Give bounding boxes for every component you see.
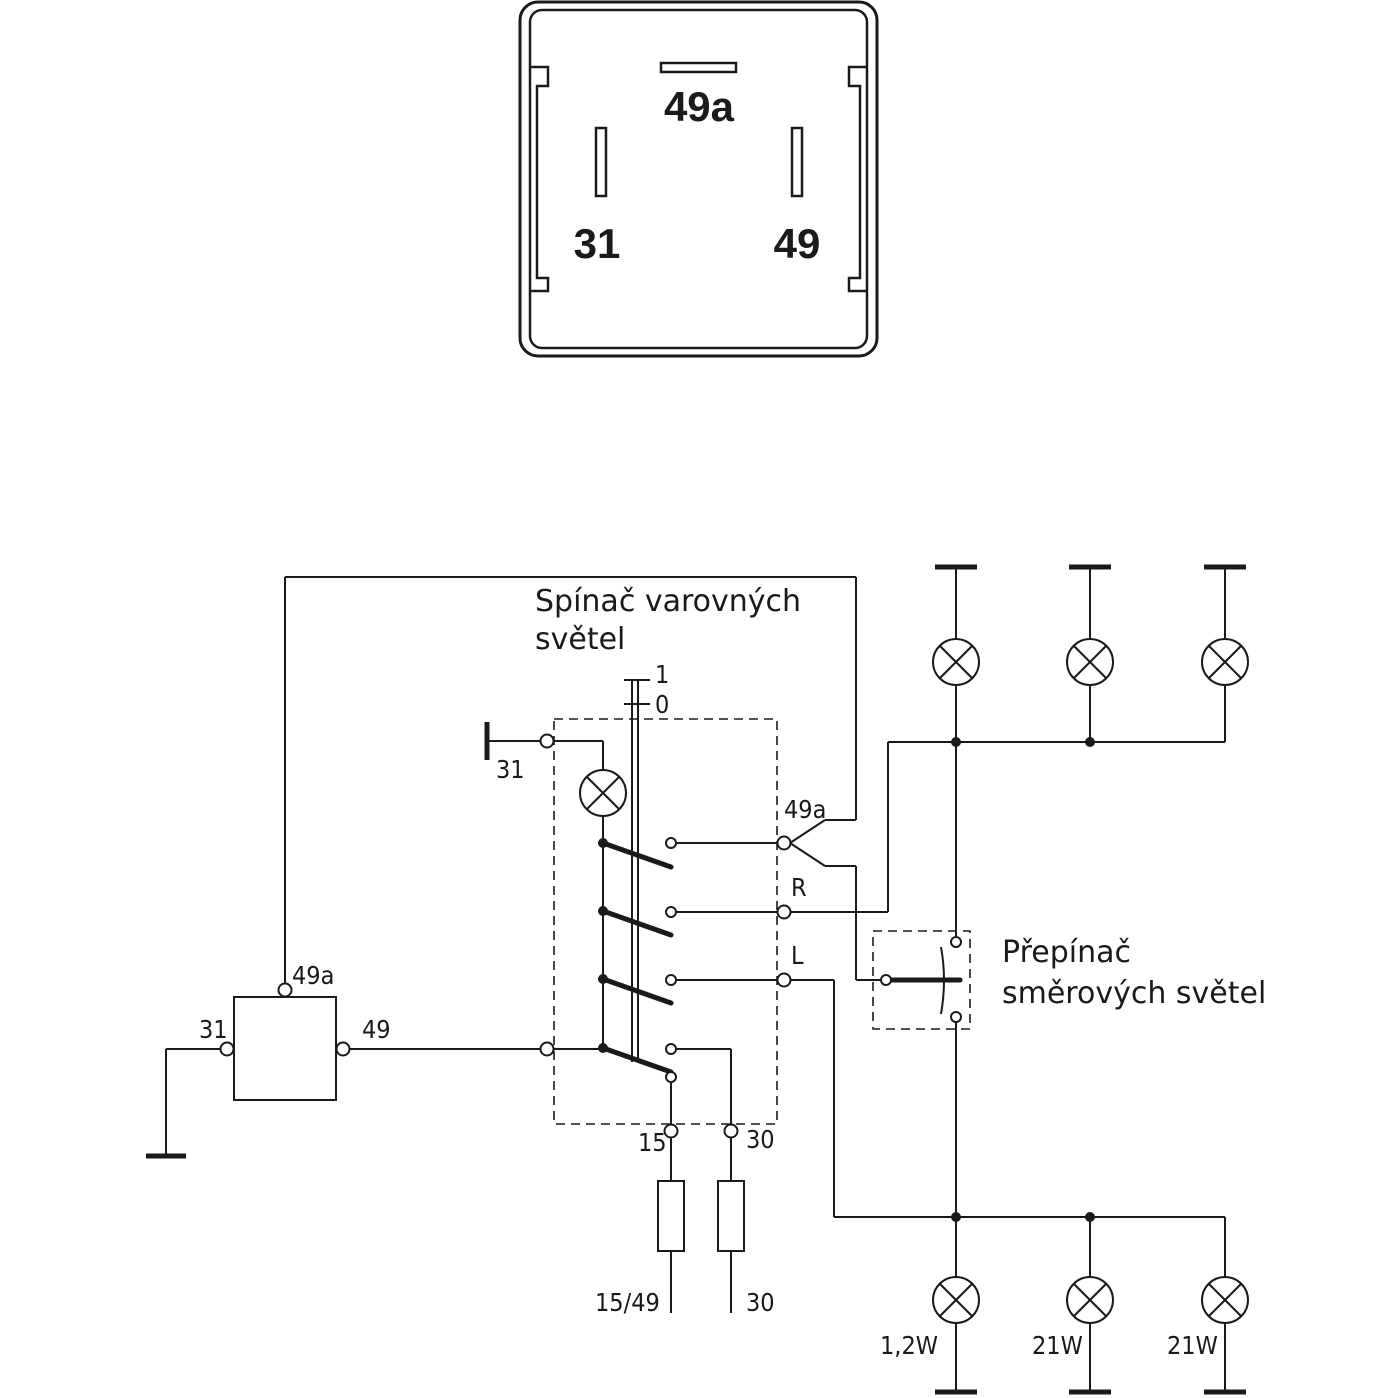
fuses: 15/49 30	[595, 1138, 775, 1317]
lamp-label-rear: 21W	[1167, 1331, 1218, 1360]
pin-49-slot	[790, 126, 804, 198]
flasher-terminal-49	[335, 1041, 351, 1057]
contact-blade	[600, 908, 674, 938]
turn-switch-title-2: směrových světel	[1002, 976, 1266, 1011]
turn-switch-title-1: Přepínač	[1002, 935, 1131, 970]
lamp-label-front: 21W	[1032, 1331, 1083, 1360]
hazard-switch: Spínač varovných světel 1 0 31	[484, 584, 826, 1157]
hazard-switch-title-1: Spínač varovných	[535, 584, 801, 619]
terminal-49a-label: 49a	[784, 795, 826, 824]
lamp	[1201, 1276, 1249, 1324]
contact-blade	[600, 1045, 674, 1075]
hazard-switch-frame	[553, 718, 778, 1125]
ground-31-label: 31	[496, 755, 525, 784]
lamp	[1066, 1276, 1114, 1324]
fuse	[717, 1180, 745, 1252]
flasher-terminal-31	[219, 1041, 235, 1057]
flasher-label-49a: 49a	[292, 961, 334, 990]
terminal-49a	[776, 835, 792, 851]
lamp-label-indicator: 1,2W	[880, 1331, 938, 1360]
pin-49-label: 49	[774, 220, 821, 267]
relay-pin-view: 49a 31 49	[518, 0, 879, 358]
position-1-label: 1	[655, 660, 669, 689]
terminal-15	[663, 1123, 679, 1139]
pin-31-label: 31	[574, 220, 621, 267]
flasher-label-31: 31	[199, 1015, 228, 1044]
terminal-r	[776, 904, 792, 920]
lamp	[932, 638, 980, 686]
lamp-group-right	[932, 564, 1249, 937]
terminal-l	[776, 972, 792, 988]
terminal-30-label: 30	[746, 1125, 775, 1154]
lamp	[1201, 638, 1249, 686]
terminal-30	[723, 1123, 739, 1139]
hazard-switch-title-2: světel	[535, 622, 625, 657]
flasher-terminal-49a	[277, 982, 293, 998]
indicator-lamp	[579, 769, 627, 817]
pin-49a-label: 49a	[664, 83, 735, 130]
position-0-label: 0	[655, 690, 669, 719]
turn-switch-frame	[872, 930, 971, 1030]
fuse	[657, 1180, 685, 1252]
terminal-l-label: L	[791, 941, 804, 970]
supply-15-49-label: 15/49	[595, 1288, 660, 1317]
contact-blade	[600, 976, 674, 1006]
terminal-15-label: 15	[638, 1128, 667, 1157]
pin-49a-slot	[659, 61, 738, 74]
pin-31-slot	[594, 126, 608, 198]
flasher-unit: 49a 31 49	[146, 576, 857, 1159]
contact-blade	[600, 840, 674, 870]
flasher-label-49: 49	[362, 1015, 391, 1044]
terminal-r-label: R	[791, 873, 807, 902]
lamp	[1066, 638, 1114, 686]
supply-30-label: 30	[746, 1288, 775, 1317]
turn-signal-switch: Přepínač směrových světel	[872, 930, 1266, 1030]
lamp-group-left: 1,2W 21W 21W	[880, 1022, 1249, 1395]
lamp	[932, 1276, 980, 1324]
